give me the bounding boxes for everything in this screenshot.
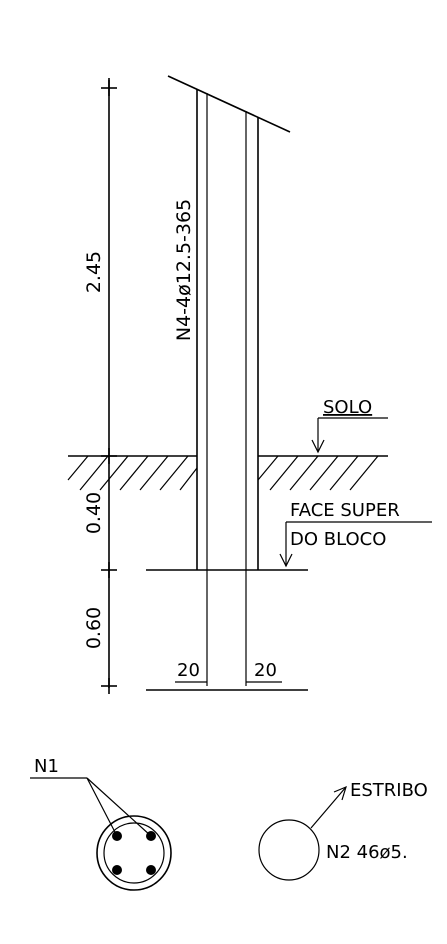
- rebar-dot: [146, 865, 156, 875]
- dim-label-middle: 0.40: [83, 492, 105, 534]
- pile-cross-section: [96, 815, 172, 891]
- dimension-line: [101, 78, 117, 694]
- dim-label-top: 2.45: [83, 251, 105, 293]
- hook-right-label: 20: [254, 660, 277, 681]
- soil-callout: [311, 417, 388, 454]
- block-face-label-line1: FACE SUPER: [290, 500, 400, 521]
- rebar-dot: [112, 865, 122, 875]
- stirrup-callout: [310, 785, 347, 829]
- rebar-spec-label: N4-4ø12.5-365: [173, 199, 195, 341]
- bar-mark-callout: [30, 777, 152, 837]
- block-face-label-line2: DO BLOCO: [290, 529, 386, 550]
- soil-label: SOLO: [323, 397, 372, 418]
- dim-label-bottom: 0.60: [83, 607, 105, 649]
- hook-left-label: 20: [177, 660, 200, 681]
- stirrup-label: ESTRIBO: [350, 780, 428, 801]
- bar-mark-label: N1: [34, 756, 59, 777]
- stirrup-spec: N2 46ø5.: [326, 842, 408, 863]
- pile-body: [175, 89, 282, 686]
- block-face-callout: [279, 521, 432, 568]
- pile-top-line: [167, 75, 291, 133]
- stirrup-circle: [258, 819, 320, 881]
- ground-surface: [67, 455, 388, 491]
